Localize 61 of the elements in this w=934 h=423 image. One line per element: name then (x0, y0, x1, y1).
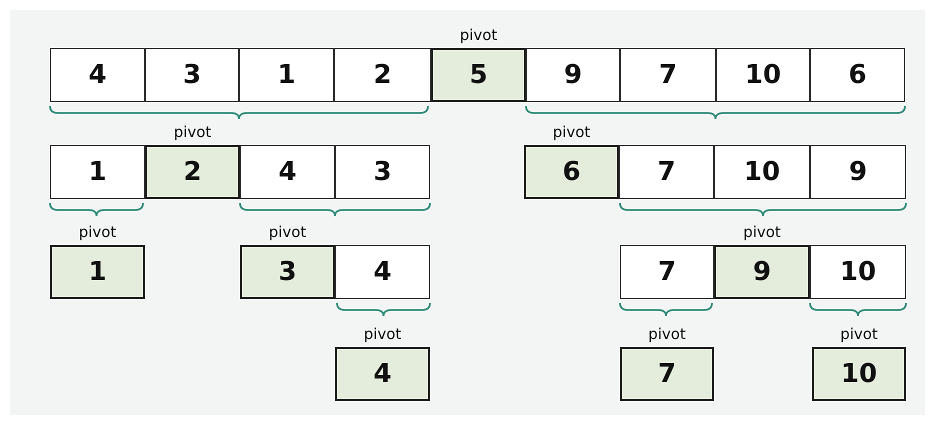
cell-value: 4 (88, 60, 107, 90)
pivot-label: pivot (552, 123, 590, 141)
array-cell (810, 48, 905, 102)
pivot-cell (812, 347, 906, 401)
array-cell (526, 48, 620, 102)
pivot-label: pivot (268, 223, 306, 241)
pivot-label: pivot (743, 223, 781, 241)
cell-value: 10 (840, 257, 876, 287)
cell-value: 6 (562, 157, 581, 187)
array-cell (810, 245, 906, 299)
cell-value: 9 (564, 60, 582, 90)
cell-value: 4 (373, 359, 392, 389)
array-cell (239, 48, 334, 102)
cell-value: 10 (840, 359, 878, 389)
cell-value: 5 (469, 60, 488, 90)
pivot-label: pivot (648, 325, 686, 343)
pivot-cell (240, 245, 335, 299)
cell-value: 1 (88, 257, 107, 287)
cell-value: 7 (658, 257, 676, 287)
array-cell (335, 245, 430, 299)
cell-value: 7 (657, 157, 676, 187)
cell-value: 7 (658, 60, 678, 90)
cell-value: 10 (744, 60, 782, 90)
array-cell (714, 145, 810, 199)
array-cell (619, 145, 714, 199)
array-cell (620, 48, 716, 102)
cell-value: 4 (278, 157, 297, 187)
cell-value: 2 (373, 60, 392, 90)
cell-value: 2 (183, 157, 202, 187)
cell-value: 1 (88, 157, 107, 187)
cell-value: 6 (848, 60, 867, 90)
cell-value: 10 (744, 157, 780, 187)
array-cell (810, 145, 906, 199)
cell-value: 3 (278, 257, 297, 287)
pivot-cell (524, 145, 619, 199)
pivot-cell (145, 145, 240, 199)
pivot-label: pivot (460, 26, 498, 44)
cell-value: 9 (848, 157, 868, 187)
array-cell (240, 145, 335, 199)
cell-value: 3 (182, 60, 202, 90)
pivot-cell (50, 245, 145, 299)
pivot-label: pivot (364, 325, 402, 343)
pivot-cell (335, 347, 430, 401)
cell-value: 9 (752, 257, 772, 287)
pivot-cell (431, 48, 526, 102)
cell-value: 1 (277, 60, 296, 90)
cell-value: 3 (373, 157, 392, 187)
array-cell (50, 48, 145, 102)
pivot-cell (620, 347, 714, 401)
array-cell (50, 145, 145, 199)
array-cell (716, 48, 810, 102)
pivot-cell (714, 245, 810, 299)
array-cell (334, 48, 431, 102)
array-cell (145, 48, 239, 102)
cell-value: 7 (658, 359, 676, 389)
array-cell (620, 245, 714, 299)
pivot-label: pivot (174, 123, 212, 141)
pivot-label: pivot (840, 325, 878, 343)
array-cell (335, 145, 430, 199)
pivot-label: pivot (78, 223, 116, 241)
cell-value: 4 (373, 257, 392, 287)
